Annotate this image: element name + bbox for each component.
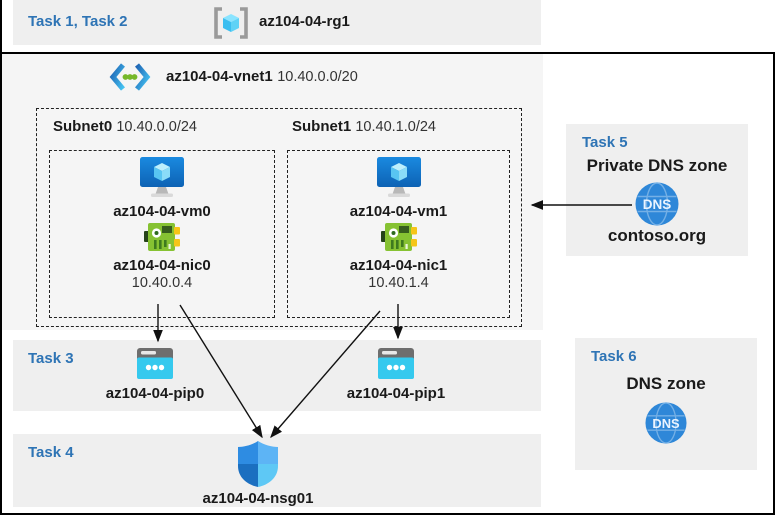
public-ip-icon xyxy=(137,348,173,379)
vm-name: az104-04-vm0 xyxy=(113,203,211,220)
subnet1-label: Subnet1 10.40.1.0/24 xyxy=(292,118,436,135)
task3-label: Task 3 xyxy=(28,350,74,367)
nic-name: az104-04-nic0 xyxy=(113,257,211,274)
task6-label: Task 6 xyxy=(591,348,637,365)
resource-group-band: Task 1, Task 2 az104-04-rg1 xyxy=(13,0,541,45)
dns-zone-icon: DNS xyxy=(635,182,679,226)
pip1-group: az104-04-pip1 xyxy=(326,348,466,402)
nic-ip: 10.40.1.4 xyxy=(368,275,429,291)
resource-group-icon xyxy=(214,7,248,39)
nic-ip: 10.40.0.4 xyxy=(131,275,193,291)
vnet-name: az104-04-vnet1 xyxy=(166,68,273,85)
outer-border-left-segment xyxy=(0,0,2,54)
subnet1-content: az104-04-vm1 az104-04-nic1 10.40.1.4 xyxy=(287,156,510,316)
dns-zone-icon: DNS xyxy=(645,402,687,444)
task5-box: Task 5 Private DNS zone DNS contoso.org xyxy=(566,124,748,256)
private-dns-zone-name: contoso.org xyxy=(607,226,707,245)
private-dns-zone-title: Private DNS zone xyxy=(586,156,728,175)
network-security-group-icon xyxy=(238,441,278,487)
subnet1-name: Subnet1 xyxy=(292,118,352,135)
nsg-name: az104-04-nsg01 xyxy=(202,490,314,507)
task4-label: Task 4 xyxy=(28,444,74,461)
vnet-cidr: 10.40.0.0/20 xyxy=(277,69,358,85)
subnet0-box xyxy=(49,150,275,318)
resource-group-name: az104-04-rg1 xyxy=(259,13,350,30)
subnet0-content: az104-04-vm0 az104-04-nic0 10.40.0.4 xyxy=(49,156,275,316)
pip-name: az104-04-pip0 xyxy=(105,385,205,402)
virtual-machine-icon xyxy=(140,157,184,197)
task5-label: Task 5 xyxy=(582,134,628,151)
pip-name: az104-04-pip1 xyxy=(346,385,446,402)
task6-box: Task 6 DNS zone DNS xyxy=(575,338,757,470)
nic-name: az104-04-nic1 xyxy=(349,257,448,274)
vm-name: az104-04-vm1 xyxy=(349,203,448,220)
virtual-network-icon xyxy=(109,63,151,91)
vnet-region xyxy=(2,54,543,330)
subnet0-label: Subnet0 10.40.0.0/24 xyxy=(53,118,197,135)
svg-text:DNS: DNS xyxy=(652,416,680,431)
task-1-2-label: Task 1, Task 2 xyxy=(28,13,128,30)
subnet1-cidr: 10.40.1.0/24 xyxy=(355,119,436,135)
nsg-group: az104-04-nsg01 xyxy=(188,440,328,507)
outer-boundary-box xyxy=(0,52,775,515)
subnet0-name: Subnet0 xyxy=(53,118,113,135)
svg-text:DNS: DNS xyxy=(643,197,672,212)
public-ip-icon xyxy=(378,348,414,379)
pip0-group: az104-04-pip0 xyxy=(85,348,225,402)
network-interface-icon xyxy=(144,223,180,251)
vnet-title: az104-04-vnet1 10.40.0.0/20 xyxy=(166,68,358,86)
dns-zone-title: DNS zone xyxy=(626,374,706,393)
network-interface-icon xyxy=(380,223,417,251)
vnet-header: az104-04-vnet1 10.40.0.0/20 xyxy=(108,60,358,94)
subnet0-cidr: 10.40.0.0/24 xyxy=(116,119,197,135)
virtual-machine-icon xyxy=(376,157,421,197)
